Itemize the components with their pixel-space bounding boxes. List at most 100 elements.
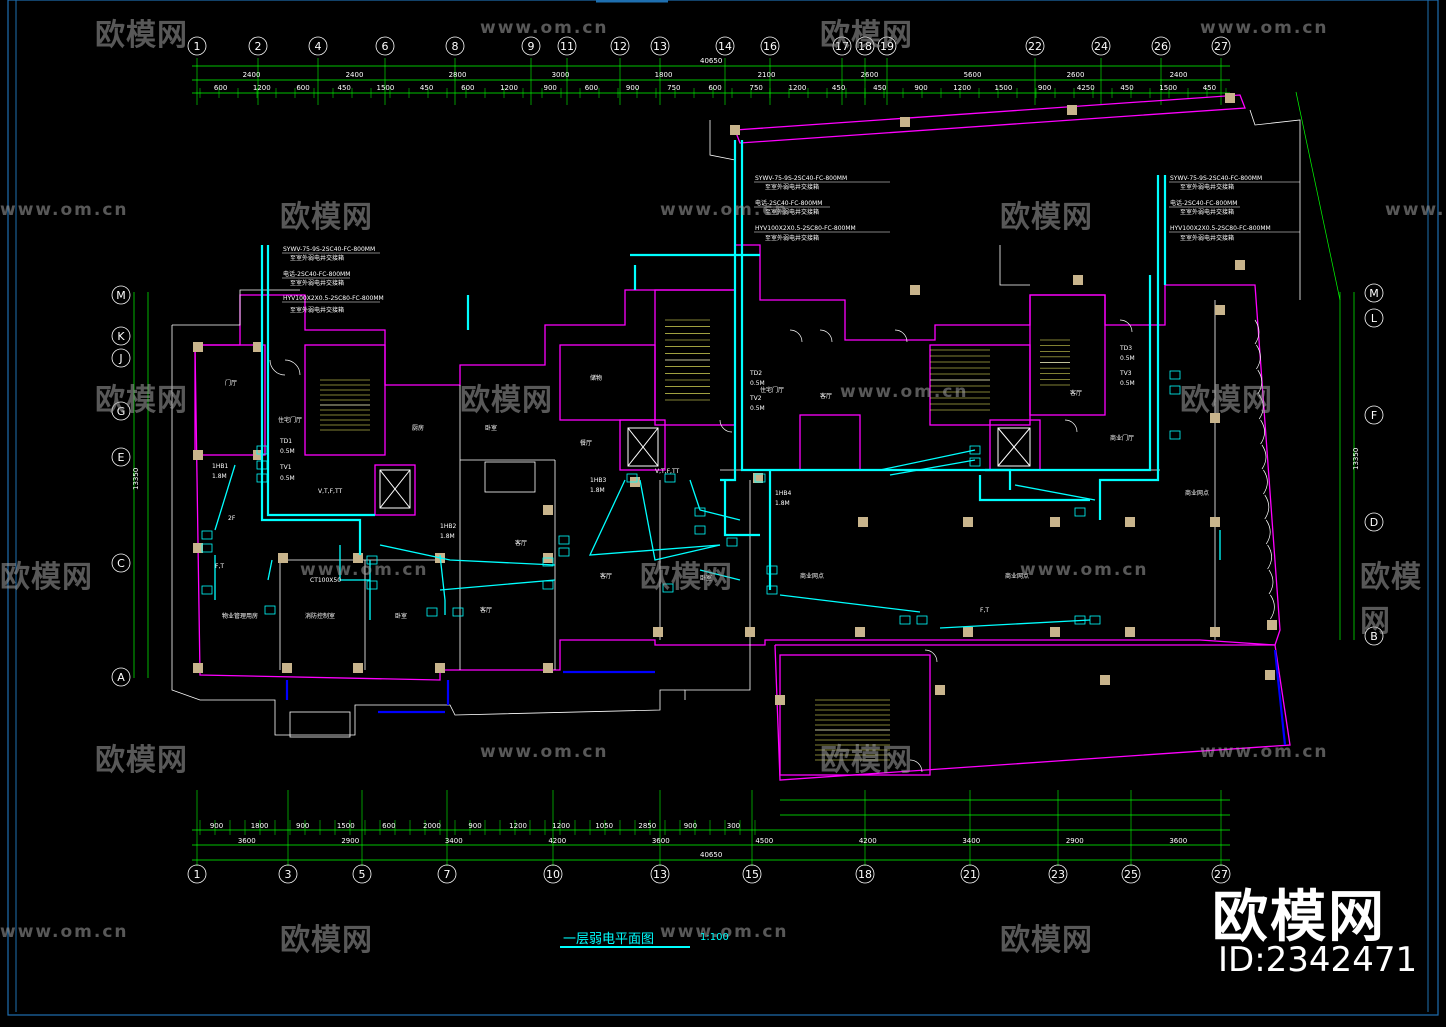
column-6 [353,553,363,563]
top-dim-1-0: 2400 [243,71,261,79]
label-TV1: TV1 [279,464,292,471]
device-21 [899,615,911,625]
top-dim-1-4: 1800 [655,71,673,79]
top-dim-2-22: 450 [1120,84,1133,92]
device-16 [664,473,676,483]
device-12 [542,580,554,590]
column-28 [1215,305,1225,315]
column-18 [1050,627,1060,637]
column-21 [1267,620,1277,630]
note-right-sub-3: 至室外弱电井交接箱 [1180,234,1234,242]
watermark-cn-1: 欧模网 [95,18,188,53]
label-ft-1: F,T [215,563,224,570]
svg-text:15: 15 [745,868,759,881]
curtain-segment-3 [1258,394,1264,420]
left-grid-M: M [111,285,131,305]
svg-text:D: D [1370,516,1378,529]
top-dim-2-21: 4250 [1077,84,1095,92]
bottom-dimension-ticks [196,790,1222,866]
top-grid-13: 13 [650,36,670,56]
column-11 [353,663,363,673]
top-grid-17: 17 [832,36,852,56]
room-label-14: 客厅 [480,606,492,614]
top-dim-2-14: 1200 [788,84,806,92]
label-TV2: TV2 [749,395,762,402]
bottom-grid-13: 13 [650,864,670,884]
top-grid-26: 26 [1151,36,1171,56]
device-5 [201,585,213,595]
column-40 [543,505,553,515]
top-dim-1-2: 2800 [449,71,467,79]
note-left-cable-3: HYV100X2X0.5-2SC80-FC-800MM [283,295,384,302]
bottom-grid-1: 1 [187,864,207,884]
room-label-10b: 商业网点 [1185,489,1209,497]
device-27 [1169,385,1181,395]
brand-id: ID:2342471 [1218,940,1418,980]
bottom-dim-1-0: 900 [210,822,223,830]
column-30 [1265,670,1275,680]
column-36 [1225,93,1235,103]
box-1HB4-height: 1.8M [775,500,790,507]
label-TD3-height: 0.5M [1120,355,1135,362]
bottom-grid-10: 10 [543,864,563,884]
equipment-labels: 1HB1 1.8M 1HB2 1.8M 1HB3 1.8M 1HB4 1.8M … [212,345,1135,614]
curtain-segment-2 [1257,369,1263,395]
bottom-dim-2-8: 2900 [1066,837,1084,845]
device-28 [969,445,981,455]
column-37 [910,285,920,295]
column-9 [193,663,203,673]
top-dim-1-3: 3000 [552,71,570,79]
bottom-dim-2-6: 4200 [859,837,877,845]
right-grid-F: F [1364,405,1384,425]
svg-text:A: A [117,671,125,684]
svg-text:M: M [1369,287,1379,300]
svg-text:10: 10 [546,868,560,881]
top-grid-14: 14 [715,36,735,56]
label-TD2-height: 0.5M [750,380,765,387]
bottom-dim-1-4: 600 [382,822,395,830]
stair-left [320,379,370,431]
svg-text:4: 4 [315,40,322,53]
svg-text:12: 12 [613,40,627,53]
watermark-cn-10: 欧模网 [1360,560,1422,639]
svg-text:25: 25 [1124,868,1138,881]
label-TD1-height: 0.5M [280,448,295,455]
bottom-dim-1-1: 1800 [251,822,269,830]
watermark-cn-7: 欧模网 [1180,383,1273,418]
curtain-segment-9 [1267,544,1272,570]
column-39 [1235,260,1245,270]
label-TD2: TD2 [749,370,762,377]
right-total-dimension: 13350 [1352,448,1360,470]
cable-notes-mid: SYWV-75-9S-2SC40-FC-800MM 至室外弱电井交接箱 电话-2… [755,175,856,242]
column-3 [253,450,263,460]
watermark-cn-8: 欧模网 [0,560,93,595]
top-dim-2-9: 600 [585,84,598,92]
svg-text:18: 18 [858,868,872,881]
bottom-dim-2-9: 3600 [1169,837,1187,845]
watermark-cn-11: 欧模网 [95,743,188,778]
bottom-dim-2-4: 3600 [652,837,670,845]
column-4 [193,543,203,553]
top-dim-1-6: 2600 [861,71,879,79]
column-1 [253,342,263,352]
bottom-dim-2-2: 3400 [445,837,463,845]
column-26 [1210,517,1220,527]
svg-text:1: 1 [194,868,201,881]
bottom-total-dimension: 40650 [700,851,722,859]
room-label-9: 商业网点 [800,572,824,580]
top-grid-12: 12 [610,36,630,56]
stair-bottom [815,699,890,761]
cable-branches [214,449,1221,629]
device-10 [366,580,378,590]
label-TV2-height: 0.5M [750,405,765,412]
top-dim-2-19: 1500 [994,84,1012,92]
column-5 [278,553,288,563]
box-1HB1-height: 1.8M [212,473,227,480]
device-25 [1169,430,1181,440]
device-8 [452,607,464,617]
column-34 [900,117,910,127]
